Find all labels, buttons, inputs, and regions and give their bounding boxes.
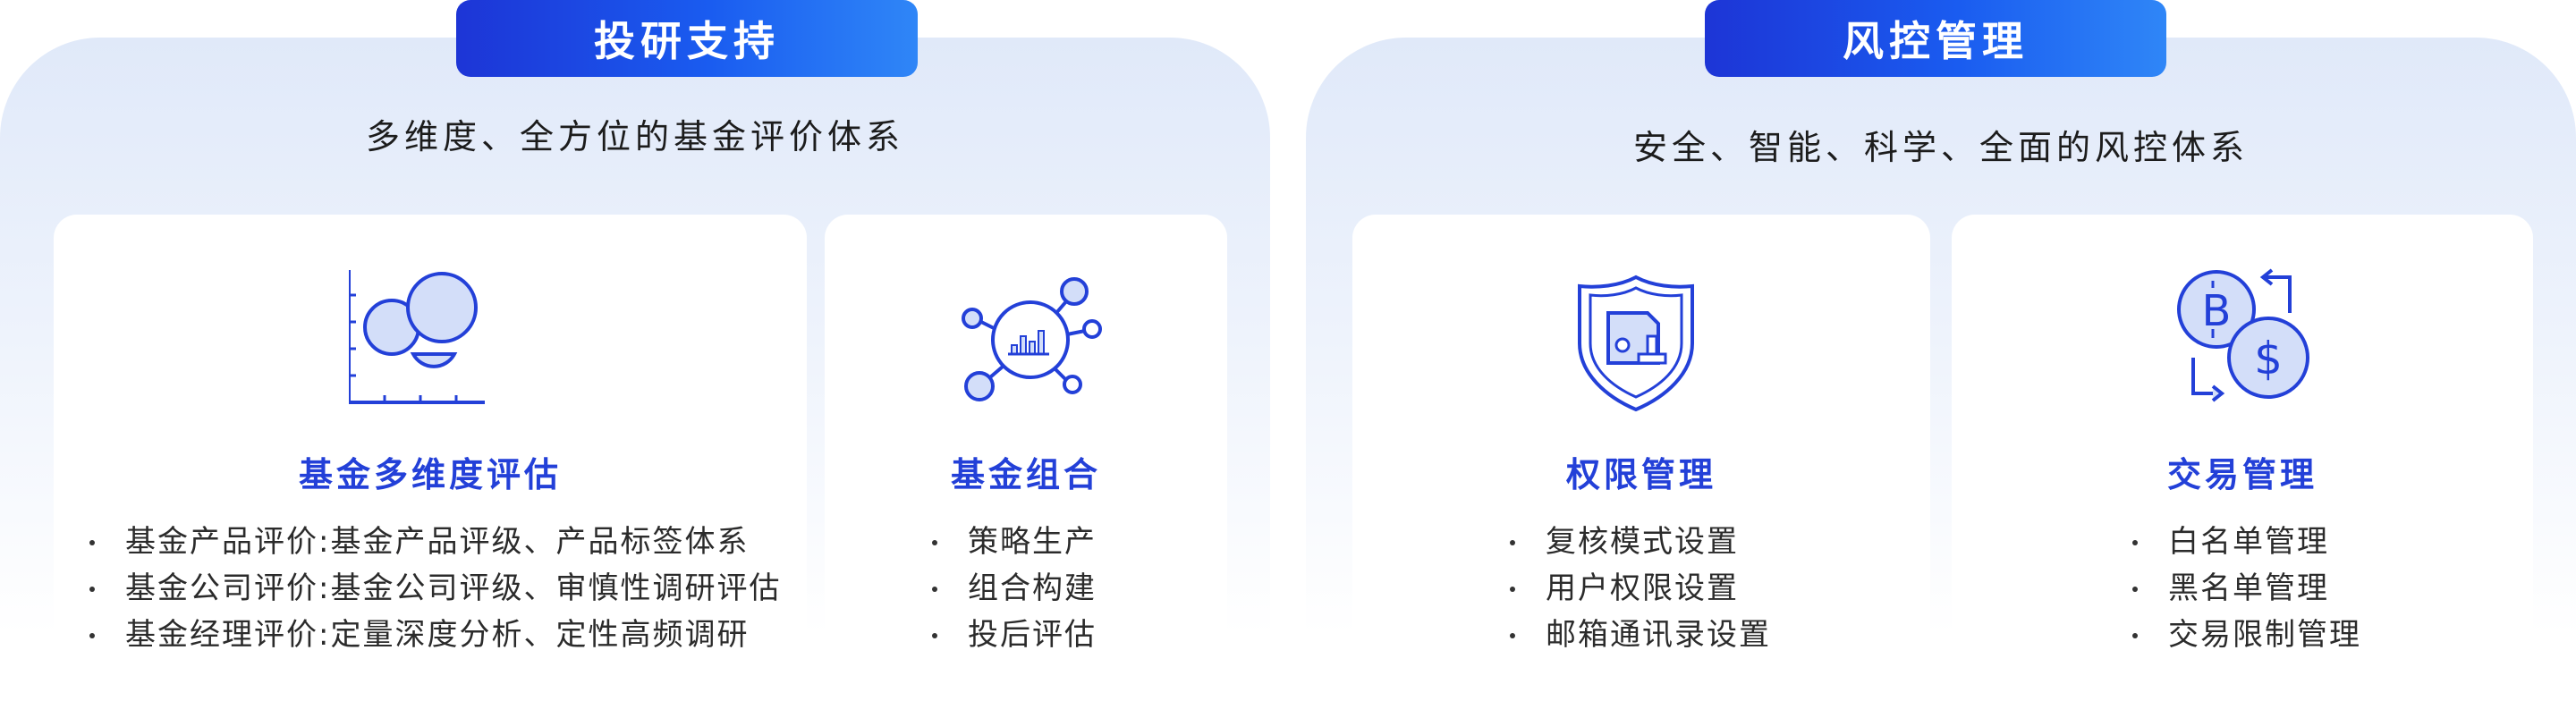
- svg-text:B: B: [2202, 286, 2232, 336]
- shield-document-icon: [1578, 274, 1694, 412]
- network-bar-chart-icon: [962, 277, 1102, 401]
- permission-management-card: 权限管理 复核模式设置 用户权限设置 邮箱通讯录设置: [1352, 215, 1930, 701]
- list-item: 基金经理评价:定量深度分析、定性高频调研: [89, 612, 781, 658]
- research-support-header: 投研支持: [456, 0, 918, 77]
- list-item: 基金产品评价:基金产品评级、产品标签体系: [89, 519, 781, 565]
- list-item: 复核模式设置: [1510, 519, 1771, 565]
- list-item: 白名单管理: [2132, 519, 2361, 565]
- svg-text:$: $: [2254, 333, 2283, 384]
- list-item: 组合构建: [932, 565, 1097, 612]
- trade-management-card: B $ 交易管理 白名单管理 黑名单管理 交易限制管理: [1952, 215, 2533, 701]
- fund-evaluation-list: 基金产品评价:基金产品评级、产品标签体系 基金公司评价:基金公司评级、审慎性调研…: [89, 519, 781, 658]
- currency-exchange-icon: B $: [2177, 268, 2309, 402]
- chart-circles-icon: [349, 270, 485, 404]
- list-item: 用户权限设置: [1510, 565, 1771, 612]
- fund-portfolio-title: 基金组合: [950, 455, 1101, 494]
- list-item: 交易限制管理: [2132, 612, 2361, 658]
- list-item: 投后评估: [932, 612, 1097, 658]
- research-support-subtitle: 多维度、全方位的基金评价体系: [365, 117, 904, 156]
- list-item: 策略生产: [932, 519, 1097, 565]
- fund-evaluation-title: 基金多维度评估: [298, 455, 562, 494]
- trade-management-list: 白名单管理 黑名单管理 交易限制管理: [2132, 519, 2361, 658]
- fund-evaluation-card: 基金多维度评估 基金产品评价:基金产品评级、产品标签体系 基金公司评价:基金公司…: [54, 215, 807, 701]
- risk-management-header: 风控管理: [1705, 0, 2166, 77]
- fund-portfolio-list: 策略生产 组合构建 投后评估: [932, 519, 1097, 658]
- fund-portfolio-card: 基金组合 策略生产 组合构建 投后评估: [825, 215, 1227, 701]
- trade-management-title: 交易管理: [2166, 455, 2318, 494]
- permission-management-list: 复核模式设置 用户权限设置 邮箱通讯录设置: [1510, 519, 1771, 658]
- list-item: 邮箱通讯录设置: [1510, 612, 1771, 658]
- risk-management-subtitle: 安全、智能、科学、全面的风控体系: [1632, 128, 2249, 167]
- permission-management-title: 权限管理: [1565, 455, 1716, 494]
- list-item: 基金公司评价:基金公司评级、审慎性调研评估: [89, 565, 781, 612]
- list-item: 黑名单管理: [2132, 565, 2361, 612]
